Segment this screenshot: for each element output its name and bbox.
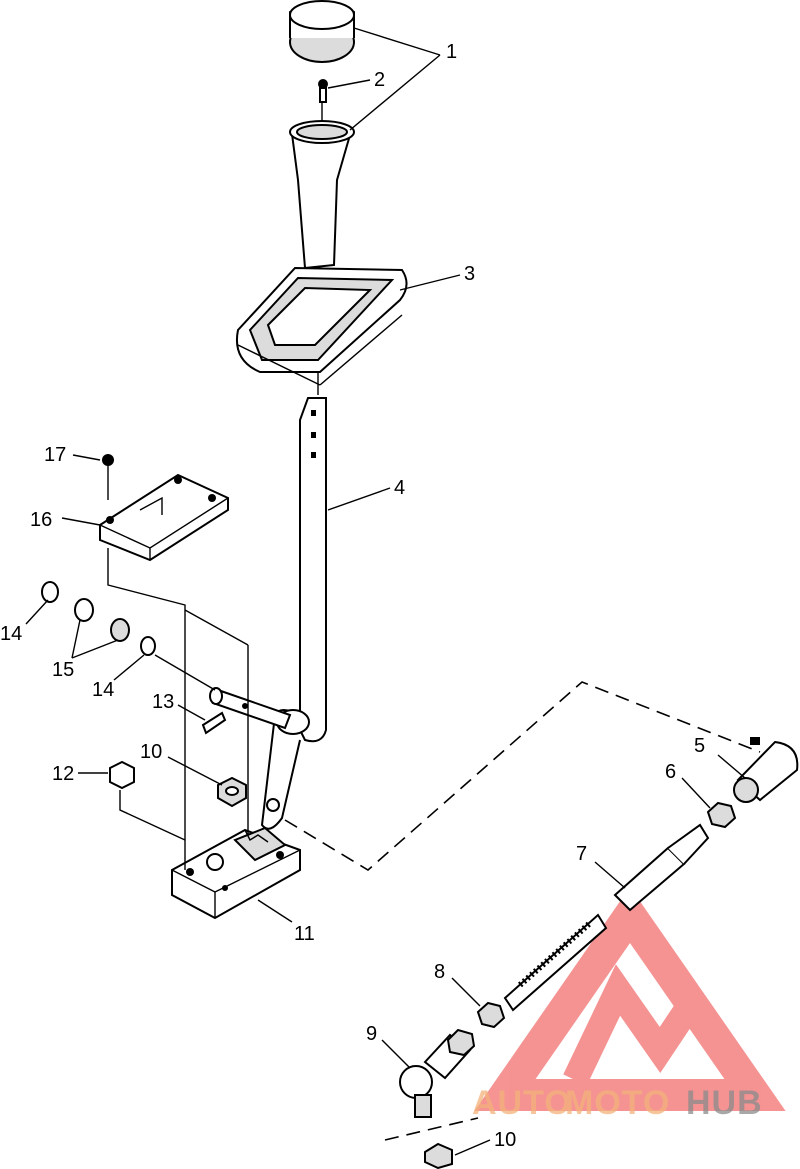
bushing-block (109, 760, 135, 790)
callout-17: 17 (44, 444, 66, 466)
callout-13: 13 (152, 691, 174, 713)
cover-screw (102, 454, 114, 500)
pivot-shaft (209, 687, 292, 730)
shifter-base-bracket (171, 826, 301, 920)
watermark-logo (474, 886, 786, 1111)
hex-nut-lower (424, 1142, 453, 1169)
callout-10-lower: 10 (494, 1129, 516, 1151)
callout-14-left: 14 (0, 623, 22, 645)
callout-14-right: 14 (92, 679, 114, 701)
callout-15: 15 (52, 659, 74, 681)
linkage-path-dashed (284, 681, 761, 871)
shift-handle-grip (289, 120, 355, 270)
watermark-hub: HUB (686, 1084, 763, 1122)
callout-9: 9 (366, 1023, 377, 1045)
callout-4: 4 (394, 477, 405, 499)
watermark-text: AUTO MOTO HUB (472, 1084, 763, 1122)
callout-16: 16 (30, 509, 52, 531)
leader-lines (25, 27, 746, 1156)
callout-10-upper: 10 (140, 741, 162, 763)
ball-joint-lower (399, 1028, 476, 1118)
callout-3: 3 (464, 263, 475, 285)
jam-nut-upper (706, 801, 737, 829)
callout-5: 5 (694, 735, 705, 757)
callout-labels: 1 2 3 4 5 6 7 8 9 10 10 11 12 13 14 14 1… (0, 41, 705, 1151)
shift-lever-rod (260, 397, 327, 830)
hex-nut-upper (217, 776, 247, 808)
shift-knob-cap (289, 0, 355, 63)
callout-11: 11 (294, 923, 315, 945)
callout-2: 2 (374, 69, 385, 91)
threaded-rod (503, 913, 608, 1012)
callout-6: 6 (665, 761, 676, 783)
callout-8: 8 (434, 961, 445, 983)
rod-end-upper (733, 737, 799, 803)
roll-pin (201, 711, 227, 735)
callout-7: 7 (576, 843, 587, 865)
linkage-tube (613, 823, 710, 912)
shifter-cover-plate (99, 473, 229, 562)
washers-stack (41, 581, 156, 656)
knob-set-screw (318, 79, 328, 103)
watermark-auto: AUTO (472, 1084, 572, 1122)
jam-nut-lower (476, 1001, 506, 1029)
watermark-moto: MOTO (565, 1084, 670, 1122)
callout-12: 12 (52, 763, 74, 785)
callout-1: 1 (446, 41, 457, 63)
shift-boot-plate (236, 266, 408, 386)
